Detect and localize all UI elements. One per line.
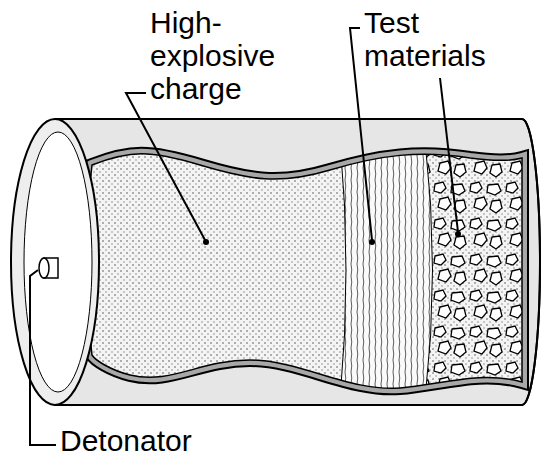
part-label: High- explosive charge: [150, 6, 300, 105]
part-label: Test materials: [364, 6, 504, 72]
part-label: Detonator: [60, 424, 260, 457]
